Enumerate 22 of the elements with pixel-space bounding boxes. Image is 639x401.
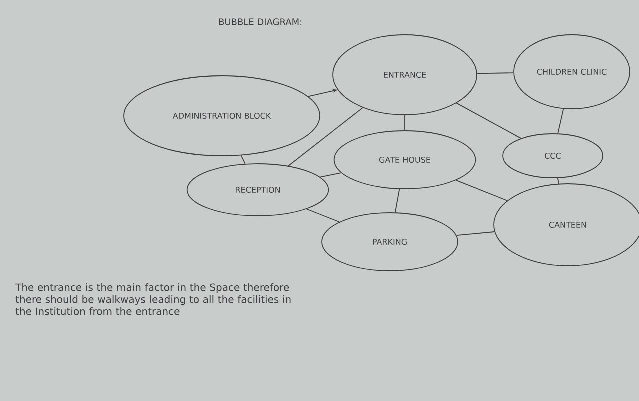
note-text: The entrance is the main factor in the Space therefore there should be walkways leading to all the facilities in the Institution from the entrance — [16, 284, 291, 316]
bubble: ADMINISTRATION BLOCK — [124, 76, 320, 156]
connector — [456, 102, 522, 140]
connector — [288, 107, 364, 167]
connector — [456, 232, 496, 236]
connector — [404, 115, 406, 131]
bubble: ENTRANCE — [332, 34, 478, 116]
bubble: CCC — [502, 134, 604, 178]
bubble: GATE HOUSE — [334, 130, 476, 190]
bubble: RECEPTION — [186, 164, 330, 216]
connector — [557, 178, 560, 184]
connector — [558, 108, 564, 134]
connector — [320, 172, 342, 178]
connector — [456, 180, 508, 202]
connector — [476, 72, 514, 74]
diagram-title: BUBBLE DIAGRAM: — [219, 18, 302, 26]
bubble: CHILDREN CLINIC — [514, 34, 630, 110]
connector — [240, 155, 246, 164]
connector — [394, 188, 400, 214]
bubble: PARKING — [322, 212, 458, 272]
bubble: CANTEEN — [494, 184, 639, 266]
connector — [306, 208, 340, 223]
